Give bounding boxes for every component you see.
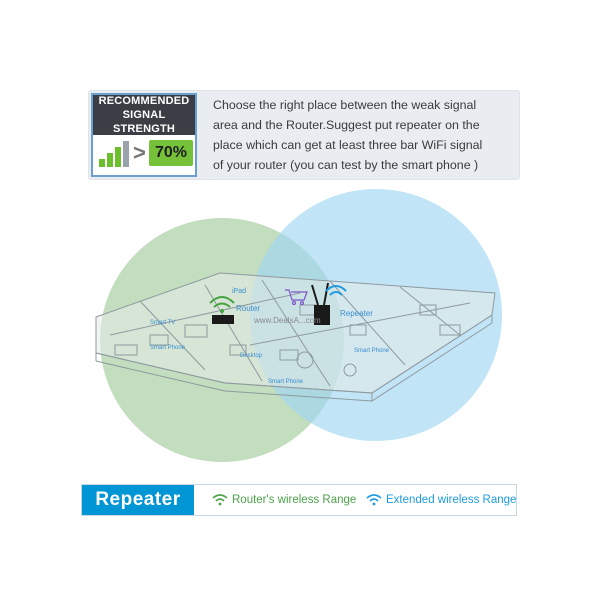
ipad-label: iPad	[232, 288, 246, 295]
badge-title: RECOMMENDED SIGNAL STRENGTH	[93, 95, 195, 135]
signal-bars-icon	[99, 141, 129, 167]
badge-title-line1: RECOMMENDED	[98, 95, 190, 107]
signal-bar	[107, 153, 113, 167]
signal-percent: 70%	[149, 140, 193, 166]
signal-bar-empty	[123, 141, 129, 167]
description-line: area and the Router.Suggest put repeater…	[213, 118, 480, 132]
smart-phone-right-label: Smart Phone	[354, 348, 390, 354]
repeater-device	[311, 282, 347, 325]
watermark-text: www.DealsA...com	[253, 316, 321, 325]
info-box: RECOMMENDED SIGNAL STRENGTH > 70% Choose…	[88, 90, 520, 180]
signal-bar	[115, 147, 121, 167]
coverage-scene: Router Repeater www.DealsA...com iPad Sm…	[95, 189, 502, 462]
smart-phone-left-label: Smart Phone	[150, 345, 186, 351]
placement-description: Choose the right place between the weak …	[213, 95, 513, 175]
signal-strength-badge: RECOMMENDED SIGNAL STRENGTH > 70%	[91, 93, 197, 177]
desktop-label: Desktop	[240, 353, 263, 359]
legend-title: Repeater	[82, 485, 194, 515]
legend-extended-range-label: Extended wireless Range	[386, 494, 517, 506]
signal-bar	[99, 159, 105, 167]
description-line: place which can get at least three bar W…	[213, 138, 483, 152]
wifi-icon-green	[212, 494, 228, 506]
legend-bar: Repeater Router's wireless Range Extende…	[81, 484, 517, 516]
repeater-label: Repeater	[340, 309, 373, 318]
badge-body: > 70%	[93, 135, 195, 175]
badge-title-line2: SIGNAL STRENGTH	[112, 109, 176, 135]
description-line: of your router (you can test by the smar…	[213, 158, 479, 172]
smart-tv-label: Smart TV	[150, 320, 175, 326]
smart-phone-lower-label: Smart Phone	[268, 379, 304, 385]
legend-router-range-label: Router's wireless Range	[232, 494, 357, 506]
router-device	[209, 296, 235, 324]
router-label: Router	[236, 304, 260, 313]
wifi-icon-blue	[366, 494, 382, 506]
shopping-cart-icon	[285, 289, 308, 306]
greater-than-sign: >	[133, 140, 146, 165]
floor-plan	[95, 272, 496, 402]
description-line: Choose the right place between the weak …	[213, 98, 477, 112]
